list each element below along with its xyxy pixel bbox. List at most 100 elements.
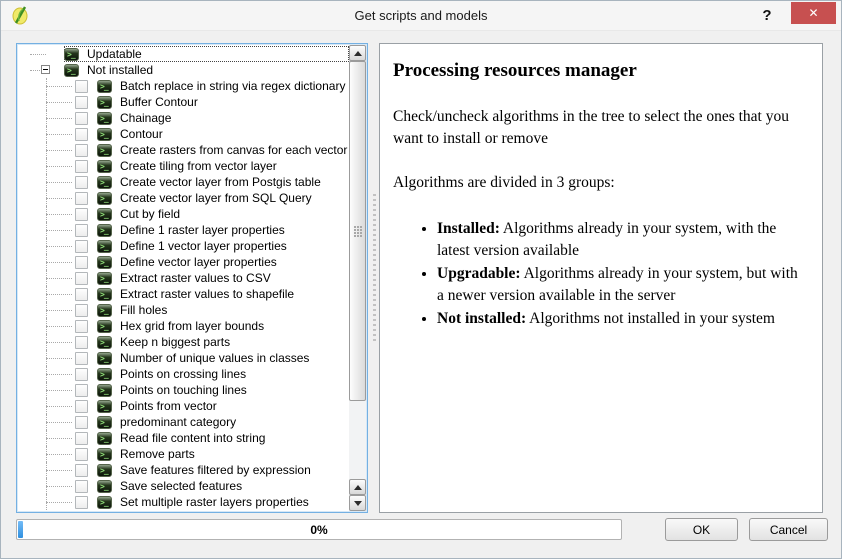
item-checkbox[interactable] [75, 79, 88, 93]
item-checkbox[interactable] [75, 319, 88, 333]
window-title: Get scripts and models [354, 8, 488, 23]
item-checkbox[interactable] [75, 255, 88, 269]
tree-item-define-1-vector-layer-properties[interactable]: Define 1 vector layer properties [18, 238, 349, 254]
splitter-grip-icon [373, 194, 376, 342]
tree-branch-line [46, 278, 72, 279]
collapse-expander-icon[interactable] [41, 65, 50, 74]
item-checkbox[interactable] [75, 143, 88, 157]
item-checkbox[interactable] [75, 239, 88, 253]
item-checkbox[interactable] [75, 159, 88, 173]
tree-group-not-installed[interactable]: Not installed [18, 62, 349, 78]
tree-item-buffer-contour[interactable]: Buffer Contour [18, 94, 349, 110]
script-icon [97, 159, 112, 173]
help-button[interactable]: ? [762, 7, 772, 24]
tree-item-label: Create tiling from vector layer [120, 159, 277, 173]
tree-item-label: Set multiple raster layers properties [120, 495, 309, 509]
tree-item-label: Fill holes [120, 303, 168, 317]
script-icon [97, 143, 112, 157]
scroll-down-button[interactable] [349, 495, 366, 511]
tree-item-set-multiple-raster-layers-properties[interactable]: Set multiple raster layers properties [18, 494, 349, 510]
tree-item-fill-holes[interactable]: Fill holes [18, 302, 349, 318]
tree-item-label: Hex grid from layer bounds [120, 319, 265, 333]
tree-item-predominant-category[interactable]: predominant category [18, 414, 349, 430]
item-checkbox[interactable] [75, 175, 88, 189]
tree-item-save-features-filtered-by-expression[interactable]: Save features filtered by expression [18, 462, 349, 478]
item-checkbox[interactable] [75, 127, 88, 141]
scrollbar-thumb[interactable] [349, 61, 366, 401]
list-item: Upgradable: Algorithms already in your s… [437, 263, 808, 307]
script-icon [97, 271, 112, 285]
tree-item-contour[interactable]: Contour [18, 126, 349, 142]
item-checkbox[interactable] [75, 463, 88, 477]
script-icon [97, 175, 112, 189]
item-checkbox[interactable] [75, 383, 88, 397]
scroll-up-button-bottom[interactable] [349, 479, 366, 495]
tree-branch-line [46, 502, 72, 503]
progress-fill [18, 521, 23, 538]
cancel-button[interactable]: Cancel [749, 518, 828, 541]
tree-item-label: Points on crossing lines [120, 367, 247, 381]
scroll-up-button[interactable] [349, 45, 366, 61]
item-checkbox[interactable] [75, 207, 88, 221]
tree-item-create-rasters-from-canvas-for-each-vector-laye[interactable]: Create rasters from canvas for each vect… [18, 142, 349, 158]
groups-list: Installed: Algorithms already in your sy… [393, 218, 808, 330]
tree-item-save-selected-features[interactable]: Save selected features [18, 478, 349, 494]
tree-item-define-1-raster-layer-properties[interactable]: Define 1 raster layer properties [18, 222, 349, 238]
script-icon [97, 191, 112, 205]
tree-branch-line [46, 262, 72, 263]
script-icon [64, 47, 79, 61]
item-checkbox[interactable] [75, 303, 88, 317]
tree-item-hex-grid-from-layer-bounds[interactable]: Hex grid from layer bounds [18, 318, 349, 334]
tree-item-number-of-unique-values-in-classes[interactable]: Number of unique values in classes [18, 350, 349, 366]
item-checkbox[interactable] [75, 351, 88, 365]
item-checkbox[interactable] [75, 191, 88, 205]
tree-item-remove-parts[interactable]: Remove parts [18, 446, 349, 462]
script-icon [97, 255, 112, 269]
tree-branch-line [46, 198, 72, 199]
item-checkbox[interactable] [75, 367, 88, 381]
item-checkbox[interactable] [75, 399, 88, 413]
item-checkbox[interactable] [75, 111, 88, 125]
tree-item-label: Save features filtered by expression [120, 463, 311, 477]
tree-group-updatable[interactable]: Updatable [18, 46, 349, 62]
tree-scrollbar[interactable] [349, 45, 366, 511]
tree-item-chainage[interactable]: Chainage [18, 110, 349, 126]
item-checkbox[interactable] [75, 415, 88, 429]
tree-item-create-vector-layer-from-postgis-table[interactable]: Create vector layer from Postgis table [18, 174, 349, 190]
item-checkbox[interactable] [75, 495, 88, 509]
tree-branch-line [46, 214, 72, 215]
tree-item-points-on-crossing-lines[interactable]: Points on crossing lines [18, 366, 349, 382]
tree-branch-line [46, 374, 72, 375]
tree-item-batch-replace-in-string-via-regex-dictionary[interactable]: Batch replace in string via regex dictio… [18, 78, 349, 94]
item-checkbox[interactable] [75, 479, 88, 493]
info-groups-line: Algorithms are divided in 3 groups: [393, 174, 615, 191]
tree-item-extract-raster-values-to-csv[interactable]: Extract raster values to CSV [18, 270, 349, 286]
item-checkbox[interactable] [75, 447, 88, 461]
script-icon [97, 399, 112, 413]
item-checkbox[interactable] [75, 95, 88, 109]
tree-item-define-vector-layer-properties[interactable]: Define vector layer properties [18, 254, 349, 270]
ok-button[interactable]: OK [665, 518, 738, 541]
script-icon [97, 367, 112, 381]
tree-item-label: Chainage [120, 111, 172, 125]
tree-item-points-on-touching-lines[interactable]: Points on touching lines [18, 382, 349, 398]
tree-item-label: Read file content into string [120, 431, 266, 445]
tree-item-create-tiling-from-vector-layer[interactable]: Create tiling from vector layer [18, 158, 349, 174]
tree-item-keep-n-biggest-parts[interactable]: Keep n biggest parts [18, 334, 349, 350]
tree-item-create-vector-layer-from-sql-query[interactable]: Create vector layer from SQL Query [18, 190, 349, 206]
tree-item-points-from-vector[interactable]: Points from vector [18, 398, 349, 414]
close-button[interactable]: ✕ [791, 2, 836, 24]
item-checkbox[interactable] [75, 287, 88, 301]
tree-item-cut-by-field[interactable]: Cut by field [18, 206, 349, 222]
tree-item-label: Create vector layer from Postgis table [120, 175, 321, 189]
script-icon [97, 463, 112, 477]
tree-item-extract-raster-values-to-shapefile[interactable]: Extract raster values to shapefile [18, 286, 349, 302]
progress-bar: 0% [16, 519, 622, 540]
tree-item-read-file-content-into-string[interactable]: Read file content into string [18, 430, 349, 446]
item-checkbox[interactable] [75, 431, 88, 445]
tree-item-label: Define 1 vector layer properties [120, 239, 287, 253]
panel-splitter[interactable] [371, 43, 378, 513]
item-checkbox[interactable] [75, 271, 88, 285]
item-checkbox[interactable] [75, 335, 88, 349]
item-checkbox[interactable] [75, 223, 88, 237]
